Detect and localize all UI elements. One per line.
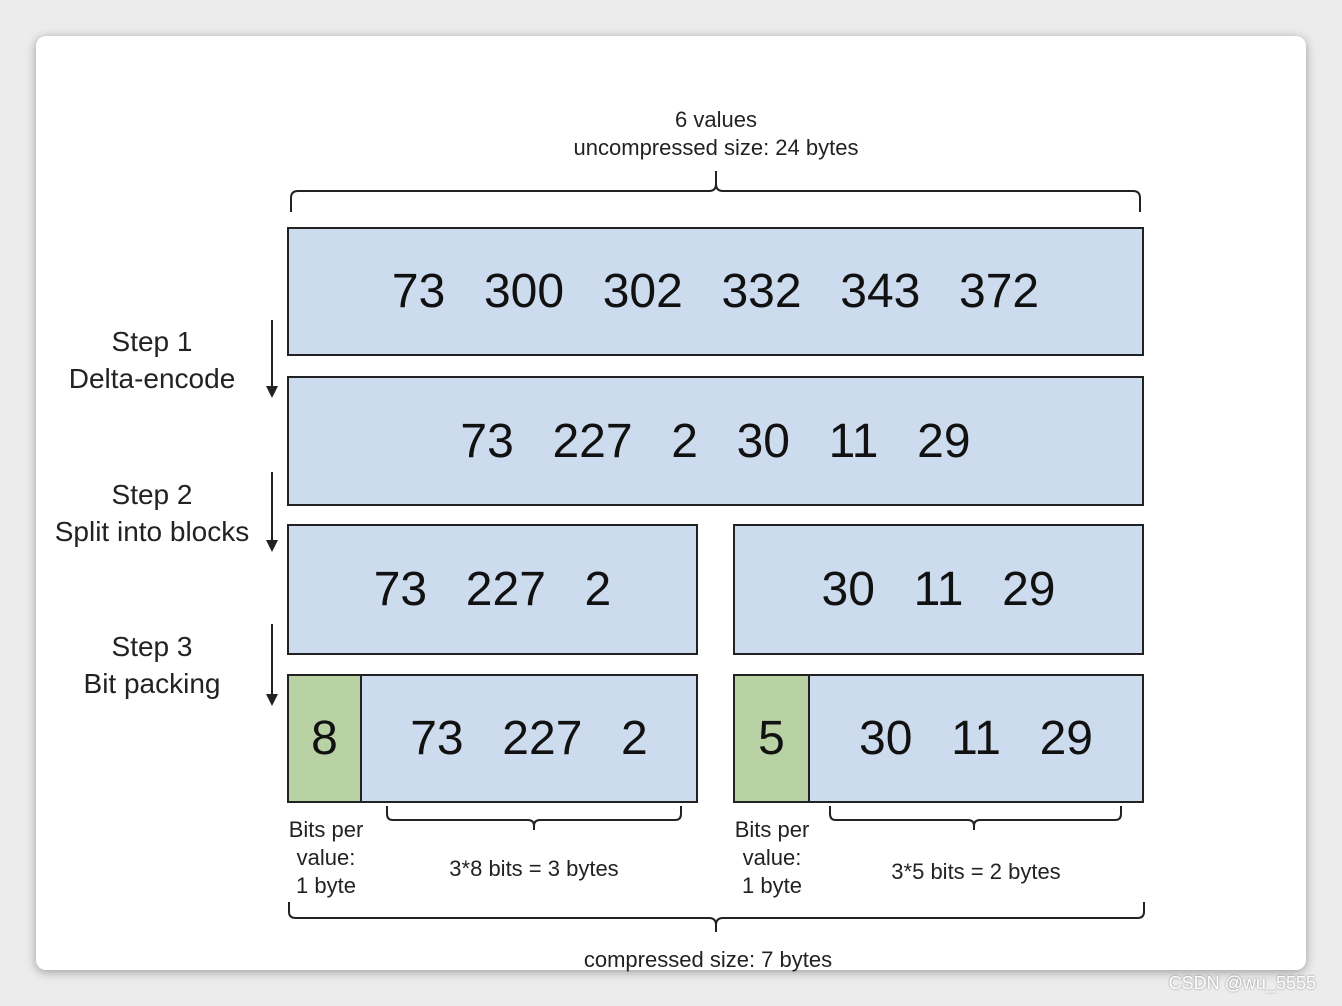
packed-b-bits-header: 5 (733, 674, 810, 803)
delta-values-box: 73 227 2 30 11 29 (287, 376, 1144, 506)
step3-name: Bit packing (83, 668, 221, 699)
payload-brace-b (829, 806, 1122, 830)
block-b-values: 30 11 29 (821, 563, 1056, 616)
payload-brace-a (386, 806, 682, 830)
packed-b-payload-box: 30 11 29 (808, 674, 1144, 803)
packed-a-values: 73 227 2 (410, 712, 648, 765)
delta-values: 73 227 2 30 11 29 (460, 414, 971, 468)
step1-title: Step 1 (111, 326, 193, 357)
payload-b-label: 3*5 bits = 2 bytes (891, 859, 1061, 884)
step3-title: Step 3 (111, 631, 193, 662)
uncompressed-size-label: uncompressed size: 24 bytes (573, 135, 859, 160)
step2-arrowhead-icon (266, 540, 278, 552)
compressed-size-label: compressed size: 7 bytes (583, 947, 833, 972)
bottom-brace (288, 902, 1145, 932)
step3-arrowhead-icon (266, 694, 278, 706)
bits-per-value-a-line2: value: (296, 845, 356, 870)
value-count-label: 6 values (675, 107, 757, 132)
top-brace (290, 171, 1141, 212)
payload-a-label: 3*8 bits = 3 bytes (449, 856, 619, 881)
block-a-values: 73 227 2 (373, 563, 612, 616)
bits-per-value-b-line2: value: (742, 845, 802, 870)
watermark: CSDN @wu_5555 (1168, 973, 1316, 993)
packed-a-bits: 8 (311, 712, 338, 765)
block-b-box: 30 11 29 (733, 524, 1144, 655)
step2-title: Step 2 (111, 479, 193, 510)
bits-per-value-b-line1: Bits per (734, 817, 810, 842)
packed-b-bits: 5 (758, 712, 785, 765)
step2-name: Split into blocks (54, 516, 250, 547)
bits-per-value-a-line1: Bits per (288, 817, 364, 842)
packed-a-bits-header: 8 (287, 674, 362, 803)
bits-per-value-a-line3: 1 byte (296, 873, 356, 898)
step1-name: Delta-encode (68, 363, 236, 394)
packed-a-payload-box: 73 227 2 (360, 674, 698, 803)
original-values: 73 300 302 332 343 372 (391, 265, 1040, 318)
original-values-box: 73 300 302 332 343 372 (287, 227, 1144, 356)
block-a-box: 73 227 2 (287, 524, 698, 655)
bits-per-value-b-line3: 1 byte (742, 873, 802, 898)
packed-b-values: 30 11 29 (859, 712, 1093, 765)
step1-arrowhead-icon (266, 386, 278, 398)
